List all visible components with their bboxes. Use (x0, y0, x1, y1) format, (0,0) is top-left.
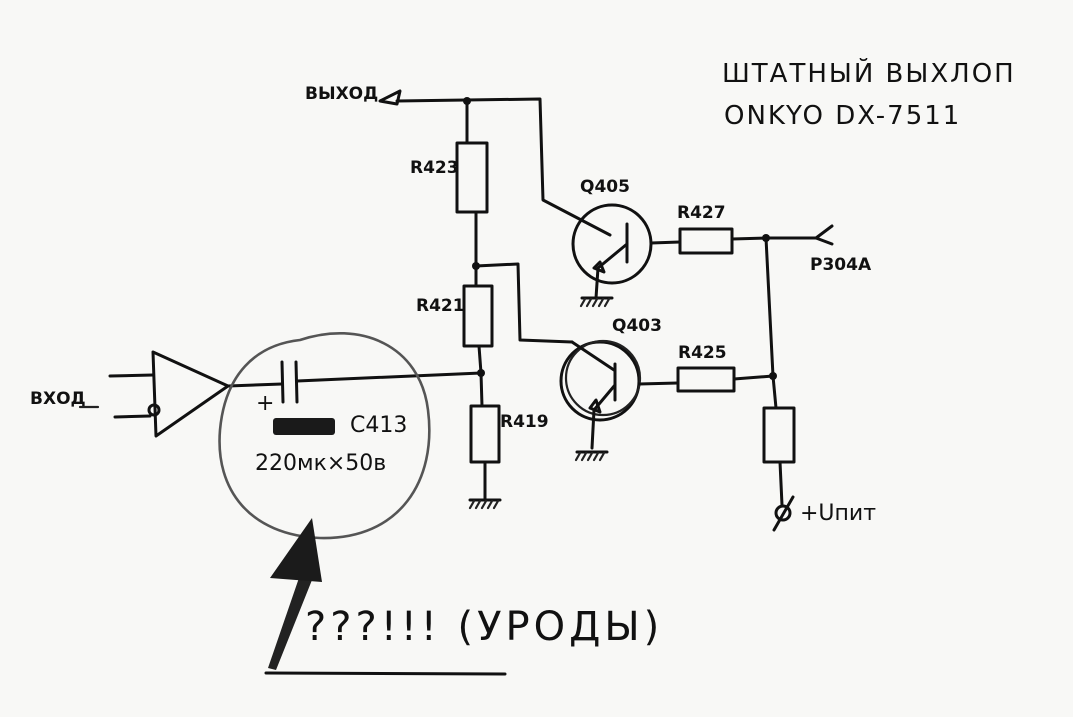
r421-label: R421 (416, 296, 465, 316)
wire (295, 371, 483, 383)
q405-label: Q405 (580, 177, 630, 197)
transistor-q405 (571, 203, 653, 300)
highlight-circle (218, 331, 431, 540)
q403-label: Q403 (612, 316, 662, 336)
output-arrow-icon (378, 89, 402, 106)
title-line-1: ШТАТНЫЙ ВЫХЛОП (722, 57, 1016, 89)
ground-icon (574, 450, 609, 462)
r419-label: R419 (500, 412, 549, 432)
connector-label: P304A (810, 255, 872, 275)
wire (226, 382, 284, 388)
wire (730, 236, 818, 241)
pointer-arrow-icon (268, 518, 322, 670)
input-label: ВХОД (30, 389, 86, 409)
redacted-mark (273, 418, 335, 435)
capacitor-ref-label: C413 (350, 413, 407, 438)
resistor-r423 (455, 141, 489, 214)
input-wire-2 (113, 414, 152, 419)
connector-fork-icon (814, 224, 834, 246)
resistor-r419 (469, 404, 501, 464)
ground-icon (468, 498, 502, 510)
output-label: ВЫХОД (305, 84, 378, 104)
wire (479, 371, 484, 408)
wire (732, 374, 775, 381)
base-wire-q403 (474, 262, 574, 344)
inverting-input-icon (147, 403, 161, 417)
title-line-2: ONKYO DX-7511 (724, 101, 961, 131)
annotation-text: ???!!! (УРОДЫ) (305, 604, 663, 650)
resistor-r421 (462, 284, 494, 348)
capacitor-plus-sign: + (256, 391, 274, 416)
wire (637, 381, 680, 386)
wire (649, 240, 682, 245)
capacitor-value-label: 220мк×50в (255, 451, 386, 476)
resistor-r427 (678, 227, 734, 255)
r425-label: R425 (678, 343, 727, 363)
r423-label: R423 (410, 158, 459, 178)
resistor-supply (762, 406, 796, 464)
supply-label: +Uпит (800, 501, 876, 526)
wire (778, 460, 784, 507)
r427-label: R427 (677, 203, 726, 223)
annotation-underline (264, 671, 507, 676)
capacitor-plate-plus (280, 360, 285, 404)
resistor-r425 (676, 366, 736, 393)
supply-rail (764, 236, 778, 410)
wire (477, 344, 483, 375)
transistor-q403 (559, 339, 642, 450)
input-wire-1 (108, 373, 155, 378)
amplifier-icon (151, 350, 230, 438)
supply-terminal-icon (772, 495, 795, 532)
ground-icon (579, 296, 614, 308)
